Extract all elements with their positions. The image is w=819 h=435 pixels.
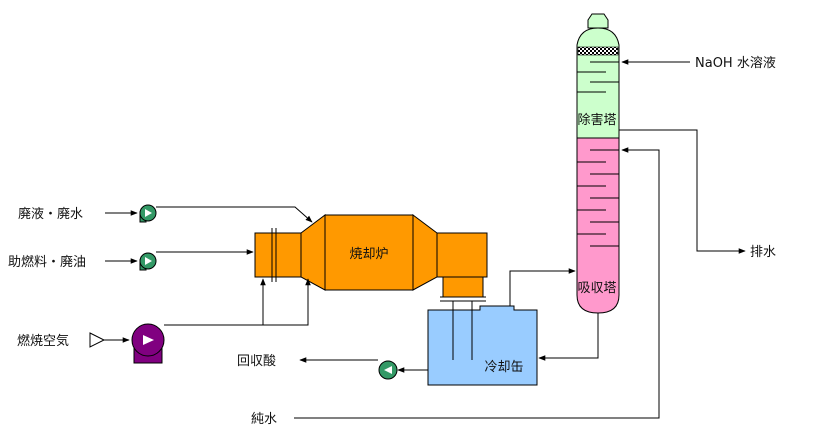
packing-bed [577,46,619,56]
combustion-air-blower-icon [131,323,165,364]
aux-fuel-pump-icon [139,252,157,271]
acid-recovery-pump-icon [378,360,398,380]
piping [104,59,746,419]
column-trays [577,61,619,247]
air-intake-icon [89,332,106,348]
column-top-neck [587,13,609,29]
combustion-air-label: 燃焼空気 [17,333,69,349]
scrubber-label: 除害塔 [577,112,616,128]
quench-down-duct [442,276,484,298]
quench-tank-label: 冷却缶 [484,360,523,375]
incinerator: 焼却炉 [254,214,488,302]
incinerator-body [324,214,414,291]
incinerator-cone-right [412,214,438,291]
absorber-label: 吸収塔 [577,281,616,296]
burner-inlet [254,232,302,278]
pure-water-label: 純水 [251,412,277,427]
aux-fuel-label: 助燃料・廃油 [8,254,86,270]
recovered-acid-label: 回収酸 [237,354,276,369]
waste-liquid-label: 廃液・廃水 [18,206,83,222]
outlet-duct [436,232,488,278]
waste-liquid-pump-icon [139,204,157,223]
quench-tank-body [427,305,538,386]
incinerator-label: 焼却炉 [349,247,388,262]
drain-label: 排水 [750,245,776,260]
incinerator-cone-left [300,214,326,291]
naoh-label: NaOH 水溶液 [695,56,776,71]
quench-tank: 冷却缶 [427,301,538,386]
absorber-scrubber-column: 除害塔 吸収塔 [576,13,620,314]
scrubber-section [576,27,620,139]
